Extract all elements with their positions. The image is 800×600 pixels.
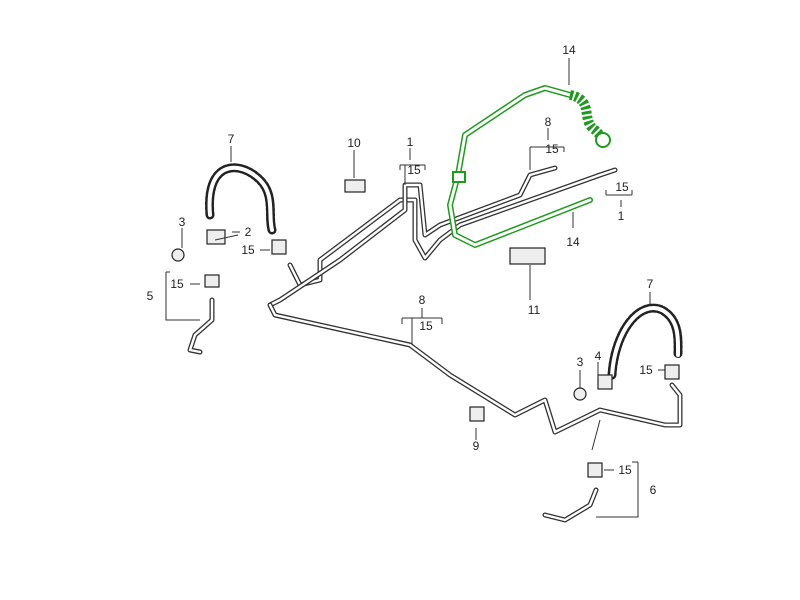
callout-11[interactable]: 11: [527, 303, 541, 317]
callout-3-left[interactable]: 3: [178, 215, 186, 229]
callout-7-left[interactable]: 7: [227, 132, 235, 146]
brake-hose-right[interactable]: [607, 303, 683, 380]
bracket-4[interactable]: [597, 374, 613, 390]
callout-5[interactable]: 5: [146, 289, 154, 303]
callout-14-top[interactable]: 14: [562, 43, 576, 57]
callout-9[interactable]: 9: [472, 439, 480, 453]
clip-15-right[interactable]: [664, 364, 680, 380]
leader-lines: [165, 58, 665, 518]
callout-3-right[interactable]: 3: [576, 355, 584, 369]
callout-10[interactable]: 10: [347, 136, 361, 150]
brake-pipe-5[interactable]: [187, 297, 215, 355]
bolt-3-right[interactable]: [573, 387, 587, 401]
brake-hose-left[interactable]: [205, 163, 277, 235]
callout-14-mid[interactable]: 14: [566, 235, 580, 249]
callout-6[interactable]: 6: [649, 483, 657, 497]
bracket-10[interactable]: [344, 179, 366, 193]
bolt-3-left[interactable]: [171, 248, 185, 262]
callout-15-top[interactable]: 15: [545, 142, 559, 156]
callout-15-6[interactable]: 15: [618, 463, 632, 477]
clip-15-6[interactable]: [587, 462, 603, 478]
main-brake-pipe[interactable]: [267, 165, 683, 435]
callout-1-right[interactable]: 1: [617, 209, 625, 223]
bracket-11[interactable]: [509, 247, 546, 265]
callout-15-5[interactable]: 15: [170, 277, 184, 291]
highlighted-pipe-14[interactable]: [447, 85, 611, 248]
callout-1-left[interactable]: 1: [406, 135, 414, 149]
clip-15-left[interactable]: [271, 239, 287, 255]
clip-9[interactable]: [469, 406, 485, 422]
callout-15-left[interactable]: 15: [407, 163, 421, 177]
callout-15-clip-right[interactable]: 15: [639, 363, 653, 377]
callout-8-mid[interactable]: 8: [418, 293, 426, 307]
callout-2[interactable]: 2: [244, 225, 252, 239]
clip-15-5[interactable]: [204, 274, 220, 288]
callout-15-clip-left[interactable]: 15: [241, 243, 255, 257]
callout-7-right[interactable]: 7: [646, 277, 654, 291]
bracket-2[interactable]: [206, 229, 226, 245]
callout-4[interactable]: 4: [594, 349, 602, 363]
callout-15-mid[interactable]: 15: [419, 319, 433, 333]
callout-15-right[interactable]: 15: [615, 180, 629, 194]
callout-8-top[interactable]: 8: [544, 115, 552, 129]
